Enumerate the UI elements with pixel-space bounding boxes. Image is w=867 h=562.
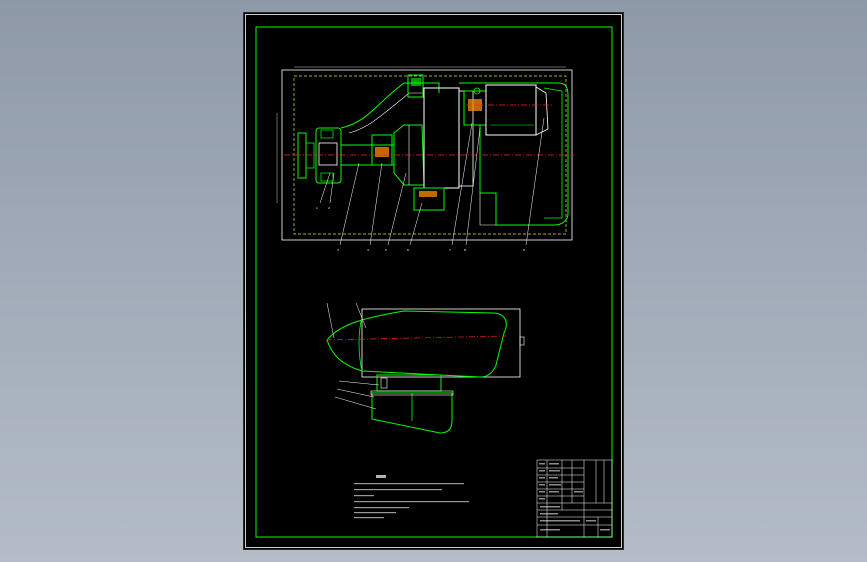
inner-frame [255, 26, 613, 538]
hood-box-tab [519, 336, 525, 346]
svg-text:6: 6 [407, 248, 409, 252]
top-bracket-hatch [411, 78, 421, 86]
bearing-cap-bottom [320, 172, 334, 182]
svg-text:4: 4 [367, 248, 369, 252]
svg-text:9: 9 [523, 248, 525, 252]
duct-rim [370, 390, 454, 396]
gearbox-body [423, 87, 460, 189]
hood-box-outline [361, 308, 521, 378]
hood-shell [326, 310, 507, 378]
lower-duct [371, 392, 453, 434]
coupling-hatch [375, 147, 389, 157]
svg-text:7: 7 [449, 248, 451, 252]
hood-view [325, 302, 525, 434]
lower-gear-teeth [419, 191, 437, 197]
lower-gear-housing [413, 187, 445, 211]
outer-border [245, 14, 622, 548]
bearing-housing [315, 127, 342, 184]
title-block-text [539, 463, 610, 531]
svg-text:8: 8 [464, 248, 466, 252]
motor-endcap [535, 86, 549, 136]
bearing-seat [318, 142, 338, 166]
technical-notes [354, 475, 469, 519]
end-flange [297, 132, 307, 179]
part-leaders [319, 117, 545, 246]
hood-leaders [326, 302, 380, 410]
chute-flange [380, 377, 388, 389]
frame-rib [543, 87, 563, 219]
cad-drawing: 1 2 3 4 5 6 7 8 9 [245, 14, 622, 548]
casing-curve-upper [340, 82, 440, 129]
part-numbers: 1 2 3 4 5 6 7 8 9 [316, 206, 525, 252]
hidden-envelope [293, 75, 567, 235]
title-block [536, 459, 613, 538]
bearing-cap-top [320, 129, 334, 139]
hood-seam [358, 316, 363, 372]
assembly-view-top: 1 2 3 4 5 6 7 8 9 [276, 66, 574, 252]
frame-foot [479, 193, 496, 226]
coupling [371, 134, 393, 166]
top-bracket [407, 74, 424, 98]
flange-hub [305, 142, 315, 169]
base-frame [459, 82, 569, 226]
svg-text:5: 5 [385, 248, 387, 252]
motor-body [485, 84, 537, 136]
drawing-sheet: 1 2 3 4 5 6 7 8 9 [244, 13, 623, 549]
svg-text:1: 1 [316, 206, 318, 210]
svg-text:2: 2 [328, 206, 330, 210]
hood-centerline [325, 335, 507, 341]
casing-curve-inner [348, 92, 424, 134]
pinion-bolt [473, 87, 481, 95]
svg-text:3: 3 [337, 248, 339, 252]
